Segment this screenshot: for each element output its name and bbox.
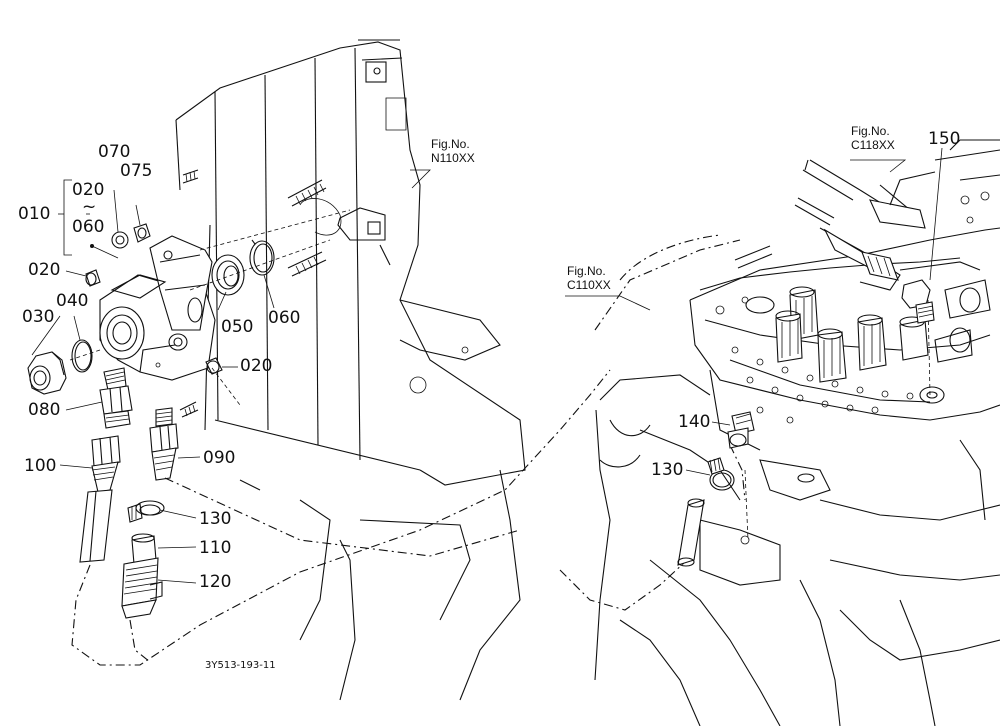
valve-body xyxy=(99,235,216,381)
callout-075: 075 xyxy=(120,161,153,181)
callout-020-a: 020 xyxy=(28,260,61,280)
routing-lines xyxy=(69,209,931,666)
callout-range-tilde: ~ xyxy=(82,197,97,217)
coupler-110-120 xyxy=(121,533,163,619)
callout-010: 010 xyxy=(18,204,51,224)
callout-080: 080 xyxy=(28,400,61,420)
fig-ref-c118: Fig.No. C118XX xyxy=(851,124,895,153)
snap-ring-060 xyxy=(249,239,275,276)
plug-020a xyxy=(85,269,101,287)
callout-030: 030 xyxy=(22,307,55,327)
callout-040: 040 xyxy=(56,291,89,311)
callout-090: 090 xyxy=(203,448,236,468)
fig-ref-c110-label: Fig.No. xyxy=(567,264,606,278)
clamp-130a xyxy=(127,500,165,523)
callout-020-range-start: 020 xyxy=(72,180,105,200)
callout-050: 050 xyxy=(221,317,254,337)
fig-ref-n110-label: Fig.No. xyxy=(431,137,470,151)
callout-110: 110 xyxy=(199,538,232,558)
callout-130-a: 130 xyxy=(199,509,232,529)
callout-060: 060 xyxy=(268,308,301,328)
transmission-housing xyxy=(594,139,1000,726)
callout-020-b: 020 xyxy=(240,356,273,376)
leader-lines xyxy=(31,147,943,584)
callout-060-range-end: 060 xyxy=(72,217,105,237)
drawing-code: 3Y513-193-11 xyxy=(205,660,276,671)
fig-ref-n110-code: N110XX xyxy=(431,150,475,165)
oring-040 xyxy=(71,339,93,373)
fig-ref-c118-code: C118XX xyxy=(851,137,895,152)
plug-020b xyxy=(205,357,223,375)
fig-ref-c118-label: Fig.No. xyxy=(851,124,890,138)
hose-100 xyxy=(79,435,121,563)
callout-140: 140 xyxy=(678,412,711,432)
callout-070: 070 xyxy=(98,142,131,162)
callout-100: 100 xyxy=(24,456,57,476)
mounting-plate xyxy=(175,39,526,701)
fig-ref-n110: Fig.No. N110XX xyxy=(431,137,475,166)
plug-030 xyxy=(27,351,67,395)
fitting-090 xyxy=(149,407,179,481)
adapter-080 xyxy=(99,367,133,429)
fig-ref-c110-code: C110XX xyxy=(567,277,611,292)
studs xyxy=(179,169,342,418)
seal-050 xyxy=(211,254,245,296)
fig-ref-c110: Fig.No. C110XX xyxy=(567,264,611,293)
callout-150: 150 xyxy=(928,129,961,149)
callout-130-b: 130 xyxy=(651,460,684,480)
callout-120: 120 xyxy=(199,572,232,592)
washers-070-075 xyxy=(111,223,151,249)
